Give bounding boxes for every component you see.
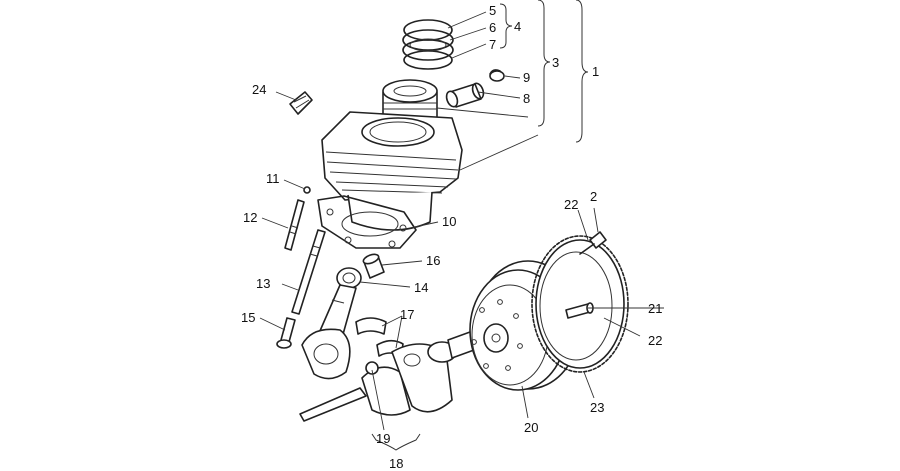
callout-20: 20	[524, 420, 538, 435]
callout-9: 9	[523, 70, 530, 85]
sleeve-part	[289, 91, 313, 115]
stud-long	[291, 229, 326, 315]
callout-8: 8	[523, 91, 530, 106]
callout-14: 14	[414, 280, 428, 295]
piston-pin	[445, 82, 485, 108]
dowel-pin	[303, 186, 311, 194]
callout-12: 12	[243, 210, 257, 225]
callout-6: 6	[489, 20, 496, 35]
piston-rings	[402, 19, 454, 70]
ring-gear-bolt	[579, 231, 607, 255]
brace-group-1	[575, 0, 589, 143]
brace-group-18	[371, 433, 421, 451]
callout-5: 5	[489, 3, 496, 18]
callout-2: 2	[590, 189, 597, 204]
callout-13: 13	[256, 276, 270, 291]
callout-7: 7	[489, 37, 496, 52]
piston-pin-clip	[489, 69, 505, 82]
callout-19: 19	[376, 431, 390, 446]
small-end-bushing	[362, 253, 385, 279]
base-gasket	[317, 195, 417, 249]
con-rod-bolt	[276, 317, 296, 349]
cylinder	[321, 111, 463, 231]
callout-18: 18	[389, 456, 403, 471]
connecting-rod	[301, 267, 362, 380]
callout-1: 1	[592, 64, 599, 79]
callout-15: 15	[241, 310, 255, 325]
callout-22-bottom: 22	[648, 333, 662, 348]
brace-group-3	[537, 0, 551, 127]
brace-group-4	[499, 3, 513, 49]
callout-22-top: 22	[564, 197, 578, 212]
callout-17: 17	[400, 307, 414, 322]
callout-16: 16	[426, 253, 440, 268]
callout-3: 3	[552, 55, 559, 70]
callout-10: 10	[442, 214, 456, 229]
callout-11: 11	[266, 171, 280, 186]
callout-21: 21	[648, 301, 662, 316]
leader-lines	[259, 11, 664, 431]
flywheel-stud	[565, 302, 594, 319]
ring-gear	[531, 235, 629, 373]
callout-24: 24	[252, 82, 266, 97]
callout-4: 4	[514, 19, 521, 34]
callout-23: 23	[590, 400, 604, 415]
callout-labels: 5 6 7 4 9 8 3 1 24 11 12 10 16 13 14 15 …	[241, 3, 662, 471]
stud-short	[284, 199, 305, 251]
